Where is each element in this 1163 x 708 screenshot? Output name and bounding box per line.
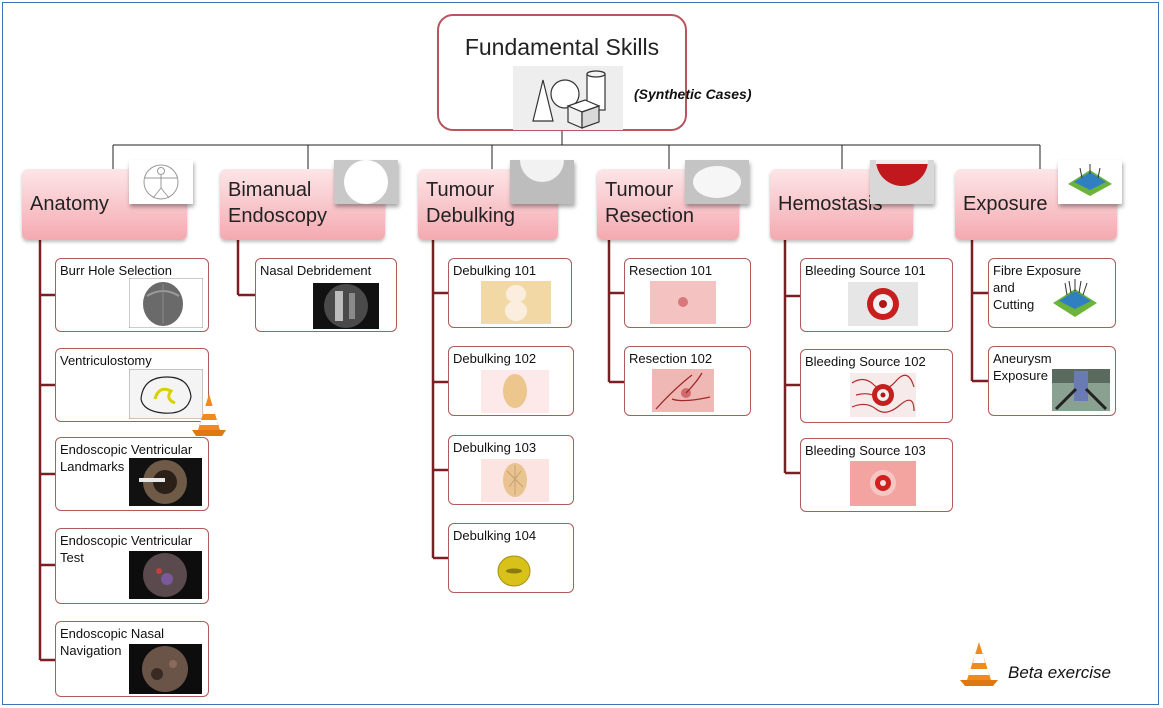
exercise-bleeding-source-103[interactable]: Bleeding Source 103 <box>800 438 953 512</box>
tumour-yellow-icon <box>497 555 531 587</box>
category-label: Anatomy <box>30 193 109 215</box>
tissue-pink-icon <box>650 281 716 324</box>
geometric-shapes-icon <box>513 66 623 130</box>
category-label: Tumour Debulking <box>426 179 515 227</box>
tissue-vessels-icon <box>652 369 714 412</box>
white-disc-icon <box>334 160 398 204</box>
category-bimanual-endoscopy[interactable]: Bimanual Endoscopy <box>220 160 398 240</box>
fibre-surface-icon <box>1049 277 1101 321</box>
exercise-label: Ventriculostomy <box>60 353 152 368</box>
vitruvian-man-icon <box>129 160 193 204</box>
traffic-cone-icon <box>960 642 998 686</box>
exercise-aneurysm-exposure[interactable]: Aneurysm Exposure <box>988 346 1116 416</box>
category-label: Hemostasis <box>778 193 883 215</box>
exercise-burr-hole-selection[interactable]: Burr Hole Selection <box>55 258 209 332</box>
legend-label: Beta exercise <box>1008 663 1111 682</box>
bleeding-pink-icon <box>850 461 916 506</box>
root-subtitle: (Synthetic Cases) <box>634 86 752 102</box>
exercise-label: Burr Hole Selection <box>60 263 172 278</box>
exercise-label: Debulking 101 <box>453 263 537 278</box>
exercise-label: Endoscopic Ventricular Test <box>60 533 193 565</box>
fibre-surface-icon <box>1058 160 1122 204</box>
category-label: Exposure <box>963 193 1048 215</box>
exercise-label: Resection 102 <box>629 351 713 366</box>
exercise-debulking-101[interactable]: Debulking 101 <box>448 258 572 328</box>
exercise-endoscopic-nasal-navigation[interactable]: Endoscopic Nasal Navigation <box>55 621 209 697</box>
exercise-debulking-103[interactable]: Debulking 103 <box>448 435 574 505</box>
exercise-label: Nasal Debridement <box>260 263 372 278</box>
exercise-label: Bleeding Source 101 <box>805 263 926 278</box>
tumour-oval-icon <box>481 370 549 413</box>
brain-sketch-icon <box>129 369 203 419</box>
endoscope-view-icon <box>129 551 202 599</box>
bleeding-target-icon <box>848 282 918 326</box>
red-bowl-icon <box>870 160 934 204</box>
exercise-resection-102[interactable]: Resection 102 <box>624 346 751 416</box>
tumour-textured-icon <box>481 459 549 502</box>
exercise-debulking-102[interactable]: Debulking 102 <box>448 346 574 416</box>
exercise-label: Bleeding Source 103 <box>805 443 926 458</box>
exercise-bleeding-source-102[interactable]: Bleeding Source 102 <box>800 349 953 423</box>
bleeding-vessels-icon <box>850 373 916 417</box>
endoscope-view-icon <box>129 644 202 694</box>
exercise-fibre-exposure-and-cutting[interactable]: Fibre Exposure and Cutting <box>988 258 1116 328</box>
exercise-label: Aneurysm Exposure <box>993 351 1052 383</box>
category-exposure[interactable]: Exposure <box>955 160 1122 240</box>
category-tumour-resection[interactable]: Tumour Resection <box>597 160 749 240</box>
hemisphere-icon <box>510 160 574 204</box>
exercise-resection-101[interactable]: Resection 101 <box>624 258 751 328</box>
category-anatomy[interactable]: Anatomy <box>22 160 193 240</box>
traffic-cone-icon <box>192 394 226 436</box>
exercise-label: Bleeding Source 102 <box>805 354 926 369</box>
exercise-label: Debulking 103 <box>453 440 537 455</box>
aneurysm-icon <box>1052 369 1110 411</box>
category-tumour-debulking[interactable]: Tumour Debulking <box>418 160 574 240</box>
exercise-label: Debulking 102 <box>453 351 537 366</box>
exercise-nasal-debridement[interactable]: Nasal Debridement <box>255 258 397 332</box>
skull-icon <box>129 278 203 328</box>
white-ellipse-icon <box>685 160 749 204</box>
endoscope-view-icon <box>129 458 202 506</box>
exercise-label: Debulking 104 <box>453 528 537 543</box>
root-title: Fundamental Skills <box>464 34 660 60</box>
root-node: Fundamental Skills (Synthetic Cases) <box>437 14 751 131</box>
exercise-label: Endoscopic Nasal Navigation <box>60 626 165 658</box>
exercise-label: Fibre Exposure and Cutting <box>993 263 1082 312</box>
category-label: Tumour Resection <box>605 179 694 227</box>
exercise-label: Resection 101 <box>629 263 713 278</box>
exercise-debulking-104[interactable]: Debulking 104 <box>448 523 574 593</box>
exercise-bleeding-source-101[interactable]: Bleeding Source 101 <box>800 258 953 332</box>
category-hemostasis[interactable]: Hemostasis <box>770 160 934 240</box>
exercise-endoscopic-ventricular-landmarks[interactable]: Endoscopic Ventricular Landmarks <box>55 437 209 511</box>
exercise-endoscopic-ventricular-test[interactable]: Endoscopic Ventricular Test <box>55 528 209 604</box>
exercise-label: Endoscopic Ventricular Landmarks <box>60 442 193 474</box>
tumour-tan-icon <box>481 281 551 324</box>
category-label: Bimanual Endoscopy <box>228 179 327 227</box>
nasal-endoscopy-icon <box>313 283 379 329</box>
exercise-ventriculostomy[interactable]: Ventriculostomy <box>55 348 209 422</box>
